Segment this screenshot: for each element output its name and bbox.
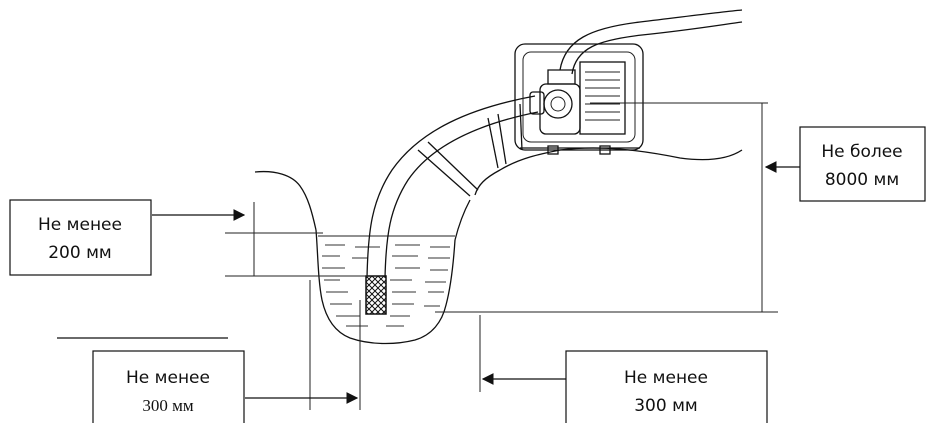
terrain <box>254 147 743 241</box>
label-bottom-clearance: Не менее 300 мм <box>92 350 245 423</box>
label-height-max-line1: Не более <box>821 142 902 162</box>
suction-hose <box>366 95 539 279</box>
depth-dimension <box>152 202 368 277</box>
label-wall-clearance: Не менее 300 мм <box>565 350 768 423</box>
discharge-hose <box>559 9 743 75</box>
label-wall-clearance-line1: Не менее <box>624 368 708 388</box>
label-height-max: Не более 8000 мм <box>799 126 926 202</box>
wall-dimension <box>479 315 566 392</box>
label-height-max-line2: 8000 мм <box>825 170 899 190</box>
label-wall-clearance-line2: 300 мм <box>634 396 698 416</box>
label-depth-min: Не менее 200 мм <box>9 199 152 276</box>
label-bottom-clearance-line1: Не менее <box>126 368 210 388</box>
label-depth-min-line1: Не менее <box>38 215 122 235</box>
bottom-dimension <box>57 280 361 410</box>
pump <box>514 43 644 155</box>
label-bottom-clearance-line2: 300 мм <box>142 396 194 415</box>
water-pit <box>315 229 456 345</box>
height-dimension <box>435 102 800 313</box>
strainer <box>365 275 387 315</box>
label-depth-min-line2: 200 мм <box>48 243 112 263</box>
